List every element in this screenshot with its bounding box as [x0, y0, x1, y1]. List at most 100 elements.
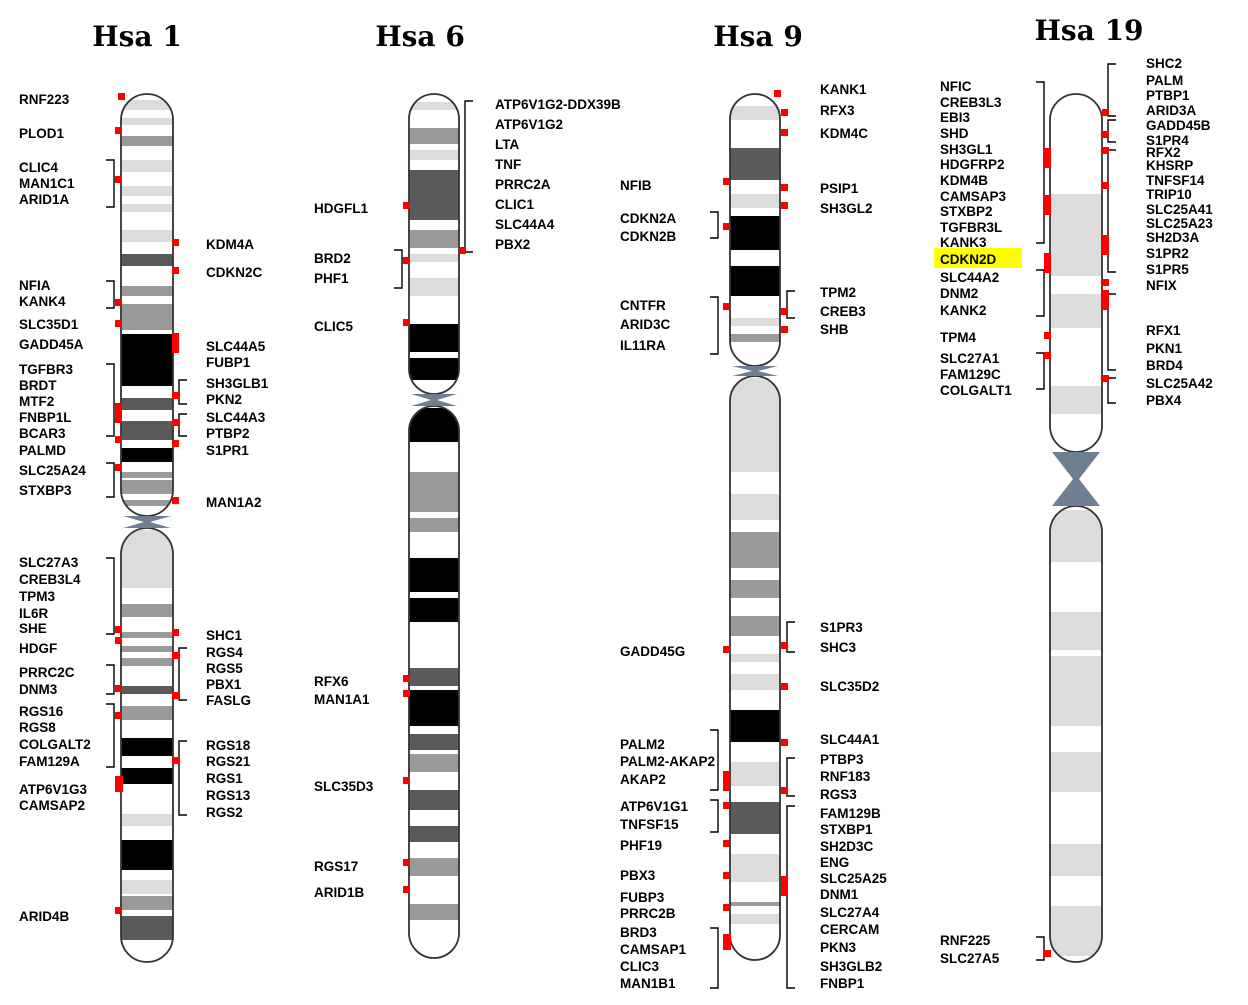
gene-label-eng: ENG: [820, 855, 849, 870]
gene-label-slc25a24: SLC25A24: [19, 463, 86, 478]
gene-label-faslg: FASLG: [206, 693, 251, 708]
cytoband: [730, 762, 780, 786]
gene-locus-marker: [723, 802, 730, 809]
gene-locus-marker: [172, 333, 179, 353]
gene-locus-marker: [115, 127, 122, 134]
gene-label-colgalt1: COLGALT1: [940, 383, 1012, 398]
gene-label-hdgfrp2: HDGFRP2: [940, 157, 1005, 172]
gene-label-pbx4: PBX4: [1146, 393, 1182, 408]
gene-label-tnf: TNF: [495, 157, 521, 172]
gene-label-khsrp: KHSRP: [1146, 158, 1193, 173]
cytoband: [121, 448, 173, 462]
cytoband: [121, 472, 173, 478]
gene-locus-marker: [723, 872, 730, 879]
cytoband: [121, 880, 173, 894]
gene-label-atp6v1g3: ATP6V1G3: [19, 782, 88, 797]
gene-cluster-bracket: [1107, 377, 1116, 404]
gene-label-arid1a: ARID1A: [19, 192, 70, 207]
gene-label-nfic: NFIC: [940, 79, 972, 94]
gene-locus-marker: [1102, 131, 1109, 138]
gene-label-clic1: CLIC1: [495, 197, 534, 212]
cytoband: [730, 854, 780, 882]
gene-label-rfx6: RFX6: [314, 674, 349, 689]
gene-label-fubp3: FUBP3: [620, 890, 665, 905]
cytoband: [409, 150, 459, 160]
gene-cluster-bracket: [106, 557, 115, 635]
cytoband: [730, 378, 780, 472]
gene-label-camsap2: CAMSAP2: [19, 798, 85, 813]
gene-label-ptbp3: PTBP3: [820, 752, 864, 767]
centromere: [411, 394, 457, 406]
gene-locus-marker: [115, 685, 122, 692]
gene-label-cercam: CERCAM: [820, 922, 879, 937]
gene-locus-marker: [172, 497, 179, 504]
gene-label-ptbp1: PTBP1: [1146, 88, 1190, 103]
gene-locus-marker: [1102, 279, 1109, 286]
gene-label-pkn1: PKN1: [1146, 341, 1183, 356]
gene-label-shc2: SHC2: [1146, 56, 1182, 71]
q-arm-outline: [1049, 505, 1103, 963]
cytoband: [121, 530, 173, 588]
gene-locus-marker: [781, 109, 788, 116]
gene-label-bcar3: BCAR3: [19, 426, 66, 441]
gene-locus-marker: [403, 690, 410, 697]
chromosome-title: Hsa 19: [1034, 14, 1143, 47]
cytoband: [1050, 510, 1102, 562]
gene-cluster-bracket: [1107, 293, 1116, 371]
gene-label-plod1: PLOD1: [19, 126, 65, 141]
gene-label-brd4: BRD4: [1146, 358, 1183, 373]
gene-label-brd2: BRD2: [314, 251, 351, 266]
gene-label-slc25a25: SLC25A25: [820, 871, 887, 886]
p-arm: [409, 94, 459, 394]
gene-locus-marker: [1102, 290, 1109, 310]
cytoband: [121, 286, 173, 296]
gene-label-tpm3: TPM3: [19, 589, 55, 604]
cytoband: [730, 318, 780, 326]
cytoband: [121, 814, 173, 826]
gene-label-s1pr5: S1PR5: [1146, 262, 1189, 277]
cytoband: [1050, 612, 1102, 650]
gene-label-clic5: CLIC5: [314, 319, 353, 334]
gene-locus-marker: [781, 642, 788, 649]
gene-label-gadd45g: GADD45G: [620, 644, 685, 659]
gene-label-brd3: BRD3: [620, 925, 657, 940]
gene-locus-marker: [781, 308, 788, 315]
cytoband: [409, 408, 459, 442]
gene-locus-marker: [403, 859, 410, 866]
gene-cluster-bracket: [106, 363, 115, 437]
gene-label-rgs21: RGS21: [206, 754, 251, 769]
gene-locus-marker: [781, 202, 788, 209]
gene-locus-marker: [1102, 375, 1109, 382]
chromosome-hsa6: Hsa 6HDGFL1BRD2PHF1CLIC5RFX6MAN1A1SLC35D…: [314, 20, 621, 959]
gene-label-fnbp1l: FNBP1L: [19, 410, 72, 425]
gene-label-akap2: AKAP2: [620, 772, 666, 787]
gene-label-sh3glb1: SH3GLB1: [206, 376, 269, 391]
gene-locus-marker: [172, 757, 179, 764]
cytoband: [730, 674, 780, 690]
cytoband: [121, 421, 173, 440]
gene-label-cdkn2b: CDKN2B: [620, 229, 677, 244]
gene-cluster-bracket: [1107, 119, 1116, 143]
gene-locus-marker: [1044, 253, 1051, 273]
gene-label-tpm4: TPM4: [940, 330, 976, 345]
chromosome-title: Hsa 6: [375, 20, 465, 53]
gene-locus-marker: [781, 683, 788, 690]
gene-locus-marker: [115, 403, 122, 423]
gene-label-sh3gl2: SH3GL2: [820, 201, 873, 216]
cytoband: [1050, 294, 1102, 328]
cytoband: [409, 598, 459, 622]
cytoband: [730, 266, 780, 296]
gene-label-man1a2: MAN1A2: [206, 495, 262, 510]
gene-label-rfx1: RFX1: [1146, 323, 1181, 338]
cytoband: [121, 136, 173, 146]
gene-locus-marker: [403, 319, 410, 326]
cytoband: [409, 734, 459, 750]
gene-label-pbx2: PBX2: [495, 237, 530, 252]
q-arm-outline: [408, 405, 460, 959]
cytoband: [409, 668, 459, 686]
cytoband: [121, 186, 173, 196]
cytoband: [1050, 844, 1102, 876]
gene-label-arid3c: ARID3C: [620, 317, 671, 332]
gene-label-rfx3: RFX3: [820, 103, 855, 118]
gene-cluster-bracket: [710, 927, 719, 989]
